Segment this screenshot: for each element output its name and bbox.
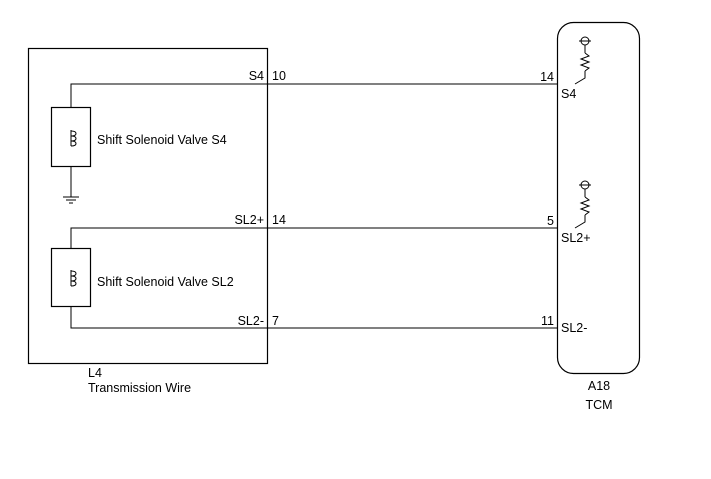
tcm-sl2-plus-pin: 5 xyxy=(547,214,554,228)
solenoid-coil-icon xyxy=(70,270,77,287)
transmission-wire-connector: L4 xyxy=(88,366,102,380)
pull-up-resistor-icon xyxy=(574,36,591,85)
tw-sl2-plus-pin: 14 xyxy=(272,213,286,227)
transmission-wire-box xyxy=(27,47,269,365)
transmission-wire-name: Transmission Wire xyxy=(88,381,191,395)
sl2-minus-inner-wire xyxy=(70,307,268,329)
tw-s4-signal: S4 xyxy=(249,69,264,83)
tcm-s4-pin: 14 xyxy=(540,70,554,84)
sl2-plus-inner-wire xyxy=(70,227,268,248)
tcm-sl2-minus-pin: 11 xyxy=(541,314,554,328)
tcm-s4-signal: S4 xyxy=(561,87,576,101)
tw-sl2-plus-signal: SL2+ xyxy=(234,213,264,227)
solenoid-s4-box xyxy=(50,106,92,168)
tcm-box xyxy=(556,21,641,375)
solenoid-s4-label: Shift Solenoid Valve S4 xyxy=(97,133,227,147)
solenoid-sl2-label: Shift Solenoid Valve SL2 xyxy=(97,275,234,289)
tcm-sl2-plus-signal: SL2+ xyxy=(561,231,591,245)
ground-icon xyxy=(63,196,79,204)
tw-sl2-minus-signal: SL2- xyxy=(238,314,264,328)
pull-up-resistor-icon xyxy=(574,180,591,229)
s4-inner-wire xyxy=(70,83,268,107)
tcm-connector: A18 xyxy=(588,379,610,393)
tw-s4-pin: 10 xyxy=(272,69,286,83)
tcm-sl2-minus-signal: SL2- xyxy=(561,321,587,335)
solenoid-sl2-box xyxy=(50,247,92,308)
solenoid-s4: Shift Solenoid Valve S4 xyxy=(50,106,227,168)
tw-sl2-minus-pin: 7 xyxy=(272,314,279,328)
solenoid-coil-icon xyxy=(70,130,77,147)
solenoid-sl2: Shift Solenoid Valve SL2 xyxy=(50,247,234,308)
tcm-name: TCM xyxy=(585,398,612,412)
